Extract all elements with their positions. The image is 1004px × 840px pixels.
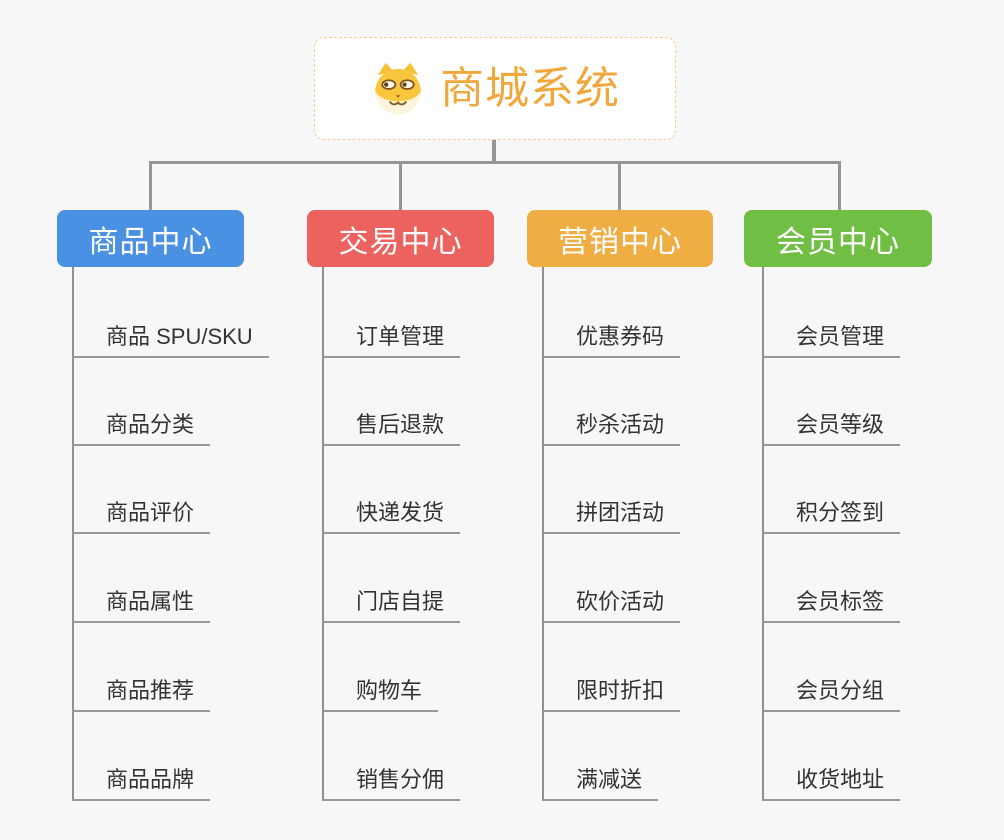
child-topic-label: 会员标签 (762, 590, 901, 623)
connector-branch-stub-4 (838, 161, 841, 210)
child-topic[interactable]: 购物车 (322, 679, 439, 712)
child-topic-label: 快递发货 (322, 501, 461, 534)
child-topic-label: 会员等级 (762, 413, 901, 446)
child-topic-label: 商品 SPU/SKU (72, 325, 269, 358)
child-topic-label: 积分签到 (762, 501, 901, 534)
branch-header-1[interactable]: 商品中心 (57, 210, 244, 267)
connector-root-stem (492, 140, 496, 163)
child-topic-label: 购物车 (322, 679, 439, 712)
connector-branch-stub-1 (149, 161, 152, 210)
child-topic[interactable]: 积分签到 (762, 501, 901, 534)
child-topic-label: 商品评价 (72, 501, 211, 534)
child-topic[interactable]: 收货地址 (762, 768, 901, 801)
connector-horizontal-rail (149, 161, 841, 164)
child-topic[interactable]: 秒杀活动 (542, 413, 681, 446)
branch-trunk-line-1 (72, 267, 74, 801)
child-topic[interactable]: 商品评价 (72, 501, 211, 534)
child-topic[interactable]: 订单管理 (322, 325, 461, 358)
child-topic-label: 收货地址 (762, 768, 901, 801)
child-topic[interactable]: 优惠券码 (542, 325, 681, 358)
root-node[interactable]: 商城系统 (314, 37, 676, 140)
child-topic[interactable]: 快递发货 (322, 501, 461, 534)
child-topic[interactable]: 拼团活动 (542, 501, 681, 534)
child-topic[interactable]: 商品 SPU/SKU (72, 325, 269, 358)
branch-header-3[interactable]: 营销中心 (527, 210, 713, 267)
branch-trunk-line-2 (322, 267, 324, 801)
connector-branch-stub-3 (618, 161, 621, 210)
child-topic[interactable]: 满减送 (542, 768, 659, 801)
child-topic[interactable]: 会员管理 (762, 325, 901, 358)
child-topic-label: 砍价活动 (542, 590, 681, 623)
branch-header-4[interactable]: 会员中心 (744, 210, 932, 267)
child-topic-label: 销售分佣 (322, 768, 461, 801)
child-topic[interactable]: 会员分组 (762, 679, 901, 712)
child-topic-label: 商品品牌 (72, 768, 211, 801)
branch-trunk-line-3 (542, 267, 544, 801)
child-topic-label: 门店自提 (322, 590, 461, 623)
child-topic[interactable]: 商品品牌 (72, 768, 211, 801)
child-topic-label: 商品属性 (72, 590, 211, 623)
child-topic[interactable]: 门店自提 (322, 590, 461, 623)
child-topic[interactable]: 商品属性 (72, 590, 211, 623)
child-topic[interactable]: 限时折扣 (542, 679, 681, 712)
child-topic-label: 拼团活动 (542, 501, 681, 534)
child-topic-label: 优惠券码 (542, 325, 681, 358)
child-topic-label: 商品分类 (72, 413, 211, 446)
root-title: 商城系统 (440, 63, 620, 113)
child-topic[interactable]: 售后退款 (322, 413, 461, 446)
child-topic[interactable]: 商品推荐 (72, 679, 211, 712)
child-topic-label: 订单管理 (322, 325, 461, 358)
branch-header-2[interactable]: 交易中心 (307, 210, 494, 267)
branch-trunk-line-4 (762, 267, 764, 801)
child-topic-label: 会员分组 (762, 679, 901, 712)
child-topic-label: 限时折扣 (542, 679, 681, 712)
child-topic[interactable]: 砍价活动 (542, 590, 681, 623)
child-topic-label: 秒杀活动 (542, 413, 681, 446)
child-topic-label: 满减送 (542, 768, 659, 801)
child-topic[interactable]: 会员等级 (762, 413, 901, 446)
child-topic-label: 商品推荐 (72, 679, 211, 712)
child-topic-label: 会员管理 (762, 325, 901, 358)
dog-face-icon (375, 62, 421, 114)
child-topic[interactable]: 商品分类 (72, 413, 211, 446)
child-topic-label: 售后退款 (322, 413, 461, 446)
child-topic[interactable]: 销售分佣 (322, 768, 461, 801)
child-topic[interactable]: 会员标签 (762, 590, 901, 623)
connector-branch-stub-2 (399, 161, 402, 210)
